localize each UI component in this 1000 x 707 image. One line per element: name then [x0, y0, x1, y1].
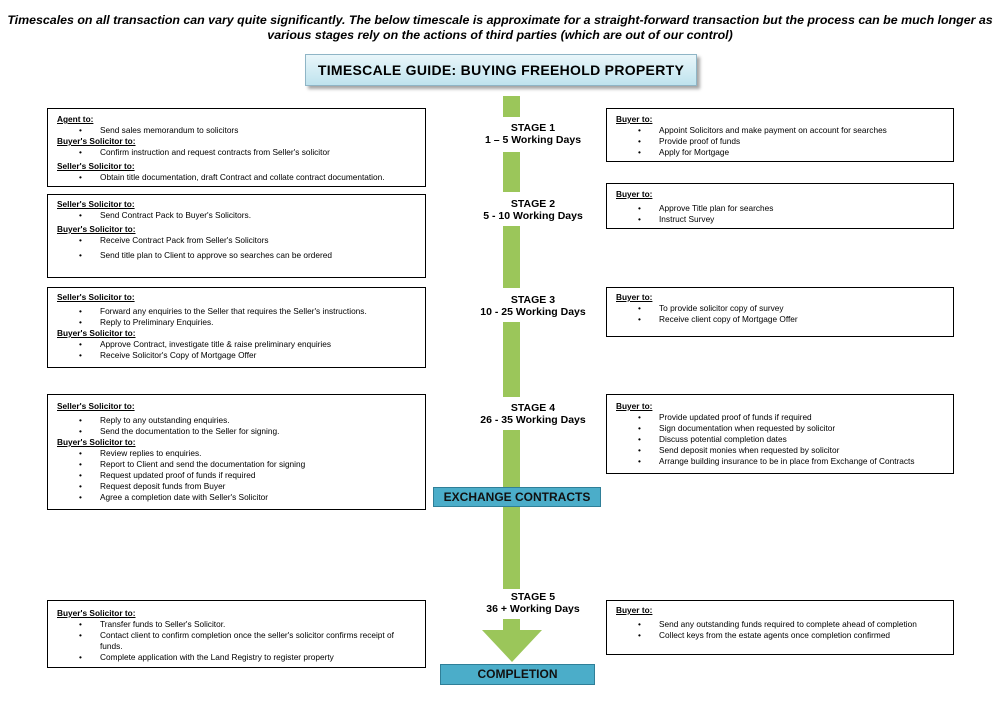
section-heading: Buyer's Solicitor to: [57, 608, 136, 618]
list-item: Send the documentation to the Seller for… [57, 426, 419, 437]
intro-line-2: various stages rely on the actions of th… [267, 28, 733, 42]
stage-4-days: 26 - 35 Working Days [480, 414, 586, 426]
section-heading: Agent to: [57, 114, 94, 124]
list-item: Confirm instruction and request contract… [57, 147, 419, 158]
timeline-bar-5 [503, 430, 520, 488]
stage-1-right-box: Buyer to: Appoint Solicitors and make pa… [606, 108, 954, 162]
list-item: Forward any enquiries to the Seller that… [57, 306, 419, 317]
list-item: Approve Title plan for searches [616, 203, 947, 214]
list-item: Request deposit funds from Buyer [57, 481, 419, 492]
list-item: Instruct Survey [616, 214, 947, 225]
stage-1-title: STAGE 1 [510, 122, 556, 134]
page-title: TIMESCALE GUIDE: BUYING FREEHOLD PROPERT… [305, 54, 697, 86]
stage-4-label: STAGE 4 26 - 35 Working Days [433, 402, 633, 426]
list-item: Transfer funds to Seller's Solicitor. [57, 619, 419, 630]
list-item: Send sales memorandum to solicitors [57, 125, 419, 136]
timeline-bar-2 [503, 152, 520, 192]
intro-note: Timescales on all transaction can vary q… [0, 13, 1000, 43]
section-heading: Buyer to: [616, 401, 653, 411]
section-heading: Buyer's Solicitor to: [57, 224, 136, 234]
list-item: Receive client copy of Mortgage Offer [616, 314, 947, 325]
stage-5-left-box: Buyer's Solicitor to: Transfer funds to … [47, 600, 426, 668]
list-item: Arrange building insurance to be in plac… [616, 456, 947, 467]
section-heading: Buyer's Solicitor to: [57, 437, 136, 447]
section-heading: Buyer to: [616, 189, 653, 199]
stage-3-days: 10 - 25 Working Days [480, 306, 586, 318]
list-item: Contact client to confirm completion onc… [57, 630, 419, 652]
list-item: Request updated proof of funds if requir… [57, 470, 419, 481]
stage-3-right-box: Buyer to: To provide solicitor copy of s… [606, 287, 954, 337]
list-item: Obtain title documentation, draft Contra… [57, 172, 419, 183]
timeline-bar-6 [503, 507, 520, 589]
section-heading: Buyer's Solicitor to: [57, 328, 136, 338]
stage-3-label: STAGE 3 10 - 25 Working Days [433, 294, 633, 318]
section-heading: Seller's Solicitor to: [57, 161, 135, 171]
stage-1-days: 1 – 5 Working Days [484, 134, 582, 146]
stage-1-left-box: Agent to: Send sales memorandum to solic… [47, 108, 426, 187]
list-item: Sign documentation when requested by sol… [616, 423, 947, 434]
stage-2-days: 5 - 10 Working Days [483, 210, 583, 222]
list-item: Apply for Mortgage [616, 147, 947, 158]
timeline-bar-4 [503, 322, 520, 397]
list-item: Collect keys from the estate agents once… [616, 630, 947, 641]
down-arrow-icon [482, 630, 542, 662]
timeline-bar-1 [503, 96, 520, 117]
list-item: Send deposit monies when requested by so… [616, 445, 947, 456]
stage-4-left-box: Seller's Solicitor to: Reply to any outs… [47, 394, 426, 510]
list-item: Receive Solicitor's Copy of Mortgage Off… [57, 350, 419, 361]
list-item: Receive Contract Pack from Seller's Soli… [57, 235, 419, 246]
list-item: Discuss potential completion dates [616, 434, 947, 445]
timeline-bar-7 [503, 619, 520, 631]
list-item: Reply to Preliminary Enquiries. [57, 317, 419, 328]
list-item: Review replies to enquiries. [57, 448, 419, 459]
stage-4-title: STAGE 4 [510, 402, 556, 414]
completion-banner: COMPLETION [440, 664, 595, 685]
list-item: Reply to any outstanding enquiries. [57, 415, 419, 426]
stage-2-label: STAGE 2 5 - 10 Working Days [433, 198, 633, 222]
section-heading: Seller's Solicitor to: [57, 292, 135, 302]
stage-2-title: STAGE 2 [510, 198, 556, 210]
stage-3-left-box: Seller's Solicitor to: Forward any enqui… [47, 287, 426, 368]
section-heading: Buyer's Solicitor to: [57, 136, 136, 146]
timeline-bar-3 [503, 226, 520, 288]
stage-5-days: 36 + Working Days [486, 603, 580, 615]
stage-5-label: STAGE 5 36 + Working Days [433, 591, 633, 615]
list-item: Agree a completion date with Seller's So… [57, 492, 419, 503]
list-item: Send Contract Pack to Buyer's Solicitors… [57, 210, 419, 221]
stage-1-label: STAGE 1 1 – 5 Working Days [433, 122, 633, 146]
list-item: Appoint Solicitors and make payment on a… [616, 125, 947, 136]
stage-5-title: STAGE 5 [510, 591, 556, 603]
section-heading: Seller's Solicitor to: [57, 199, 135, 209]
stage-4-right-box: Buyer to: Provide updated proof of funds… [606, 394, 954, 474]
section-heading: Seller's Solicitor to: [57, 401, 135, 411]
list-item: Approve Contract, investigate title & ra… [57, 339, 419, 350]
list-item: To provide solicitor copy of survey [616, 303, 947, 314]
stage-5-right-box: Buyer to: Send any outstanding funds req… [606, 600, 954, 655]
list-item: Report to Client and send the documentat… [57, 459, 419, 470]
list-item: Provide proof of funds [616, 136, 947, 147]
list-item: Send any outstanding funds required to c… [616, 619, 947, 630]
stage-3-title: STAGE 3 [510, 294, 556, 306]
list-item: Provide updated proof of funds if requir… [616, 412, 947, 423]
list-item: Complete application with the Land Regis… [57, 652, 419, 663]
section-heading: Buyer to: [616, 605, 653, 615]
list-item: Send title plan to Client to approve so … [57, 250, 419, 261]
intro-line-1: Timescales on all transaction can vary q… [7, 13, 993, 27]
stage-2-left-box: Seller's Solicitor to: Send Contract Pac… [47, 194, 426, 278]
stage-2-right-box: Buyer to: Approve Title plan for searche… [606, 183, 954, 229]
section-heading: Buyer to: [616, 114, 653, 124]
exchange-contracts-banner: EXCHANGE CONTRACTS [433, 487, 601, 507]
section-heading: Buyer to: [616, 292, 653, 302]
